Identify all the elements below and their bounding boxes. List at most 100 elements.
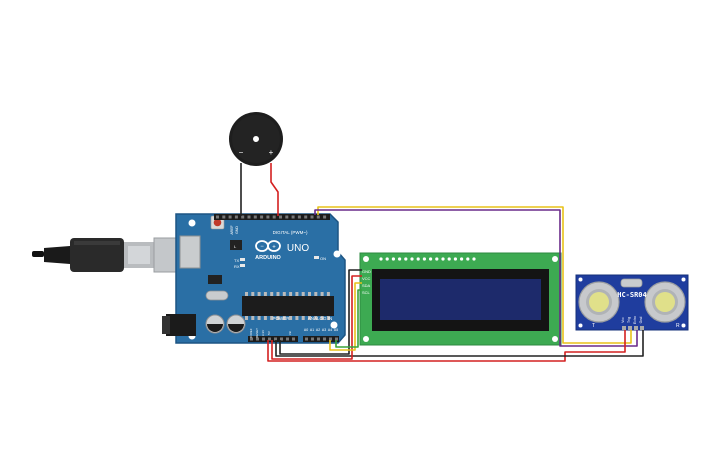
receiver-transducer	[644, 281, 686, 323]
chip-leg	[314, 292, 318, 296]
wire-lcd-scl	[335, 289, 362, 348]
lcd-pad	[460, 257, 464, 261]
ioref-label: IOREF	[249, 328, 253, 337]
header-pin	[279, 215, 282, 219]
mounting-hole	[363, 336, 369, 342]
header-pin	[310, 215, 314, 219]
v5-label: 5V	[267, 331, 271, 335]
header-pin	[285, 215, 289, 219]
wire-lcd-vcc	[271, 275, 362, 360]
chip-leg	[326, 316, 330, 320]
header-pin	[266, 215, 270, 219]
header-pin	[260, 215, 264, 219]
header-pin	[268, 337, 271, 341]
header-pin	[216, 215, 219, 219]
header-pin	[335, 337, 338, 341]
a4-label: A4	[328, 328, 332, 332]
lcd-pad	[422, 257, 426, 261]
chip-leg	[251, 316, 255, 320]
wire-lcd-sda	[329, 282, 362, 351]
wire-sensor-echo	[314, 209, 638, 347]
chip-leg	[251, 292, 255, 296]
lcd-pad	[398, 257, 402, 261]
arduino-logo-text: ARDUINO	[255, 255, 281, 261]
wire-sensor-trig	[317, 206, 632, 344]
chip-leg	[289, 292, 293, 296]
chip-leg	[295, 316, 299, 320]
lcd-pad	[447, 257, 451, 261]
power-analog-header	[248, 336, 339, 342]
header-pin	[250, 337, 253, 341]
chip-leg	[308, 316, 311, 320]
chip-leg	[320, 316, 324, 320]
lcd-i2c-module: GND VCC SDA SCL	[359, 252, 562, 346]
lcd-pad	[379, 257, 383, 261]
chip-leg	[289, 316, 293, 320]
chip-leg	[301, 292, 305, 296]
chip-leg	[257, 292, 261, 296]
tx-led-label: TX	[234, 258, 239, 263]
a5-label: A5	[334, 328, 338, 332]
chip-leg	[326, 292, 330, 296]
header-pin	[280, 337, 283, 341]
chip-leg	[263, 292, 267, 296]
header-pin	[256, 337, 259, 341]
mounting-hole	[333, 250, 341, 258]
digital-label: DIGITAL (PWM~)	[273, 230, 308, 235]
usb-chip	[230, 240, 242, 250]
lcd-pin-scl-label: SCL	[362, 290, 371, 295]
header-pin	[262, 337, 265, 341]
mounting-hole	[552, 336, 558, 342]
a3-label: A3	[322, 328, 326, 332]
sensor-pin-trig-label: Trig	[627, 317, 631, 323]
header-pin	[305, 337, 308, 341]
header-pin	[228, 215, 232, 219]
lcd-pad	[472, 257, 476, 261]
lcd-pad	[453, 257, 457, 261]
chip-leg	[282, 316, 286, 320]
header-pin	[234, 215, 238, 219]
lcd-pad	[391, 257, 395, 261]
digital-header	[214, 214, 330, 220]
tx-led	[240, 258, 245, 261]
capacitor	[226, 314, 246, 334]
header-pin	[292, 337, 295, 341]
arduino-uno-board: DIGITAL (PWM~) AREF GND L TX RX ON − + A…	[162, 213, 346, 344]
chip-leg	[276, 316, 280, 320]
sensor-pin-vcc-label: Vcc	[621, 317, 625, 323]
chip-leg	[301, 316, 305, 320]
atmega-chip	[242, 292, 334, 320]
crystal	[620, 278, 643, 288]
lcd-pin-sda-label: SDA	[362, 283, 371, 288]
a0-label: A0	[304, 328, 308, 332]
chip-leg	[314, 316, 318, 320]
mounting-hole	[188, 219, 196, 227]
header-pin	[304, 215, 308, 219]
sensor-pin-echo-label: Echo	[633, 316, 637, 324]
arduino-logo: − +	[255, 240, 281, 252]
power-label: POWER	[272, 316, 290, 321]
a2-label: A2	[316, 328, 320, 332]
svg-text:+: +	[272, 245, 276, 251]
buzzer-plus-label: +	[269, 148, 274, 157]
mounting-hole	[330, 321, 338, 329]
piezo-buzzer: − +	[229, 112, 283, 166]
sensor-pin-gnd-label: Gnd	[639, 317, 643, 324]
lcd-screen	[380, 279, 541, 320]
gnd-label: GND	[235, 226, 239, 234]
usb-cable	[32, 237, 185, 273]
l-led-label: L	[234, 244, 237, 249]
header-pin	[272, 215, 276, 219]
capacitor	[205, 314, 225, 334]
rx-led	[240, 264, 245, 267]
chip-leg	[270, 292, 274, 296]
header-pin	[253, 215, 257, 219]
sensor-model-label: HC-SR04	[617, 291, 647, 299]
header-pin	[286, 337, 289, 341]
header-pin	[311, 337, 314, 341]
rx-led-label: RX	[234, 264, 240, 269]
vin-label: Vin	[288, 331, 292, 336]
wire-buzzer-signal	[270, 163, 279, 216]
chip-leg	[245, 316, 248, 320]
